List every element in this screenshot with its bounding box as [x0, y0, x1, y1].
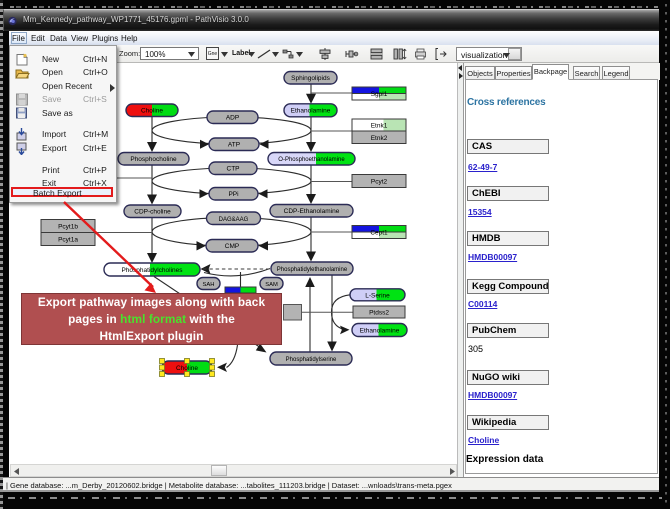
svg-text:CMP: CMP [225, 243, 239, 250]
svg-text:PPi: PPi [228, 191, 238, 198]
svg-text:Etnk2: Etnk2 [371, 135, 388, 142]
svg-text:Sgpl1: Sgpl1 [371, 91, 388, 98]
svg-text:Phosphocholine: Phosphocholine [130, 156, 177, 163]
svg-text:Ethanolamine: Ethanolamine [291, 108, 331, 115]
svg-text:Phosphatidylserine: Phosphatidylserine [286, 357, 337, 363]
svg-text:CDP-choline: CDP-choline [134, 209, 171, 216]
svg-text:Pcyt2: Pcyt2 [371, 178, 388, 185]
svg-text:Sphingolipids: Sphingolipids [291, 75, 330, 82]
svg-text:Pcyt1a: Pcyt1a [58, 237, 78, 244]
svg-text:Phosphatidylcholines: Phosphatidylcholines [121, 267, 183, 274]
svg-text:Ethanolamine: Ethanolamine [360, 327, 400, 334]
svg-text:Choline: Choline [141, 108, 163, 115]
svg-text:DAG&AAG: DAG&AAG [219, 217, 249, 223]
svg-text:O-Phosphoethanolamine: O-Phosphoethanolamine [278, 157, 345, 163]
svg-text:ATP: ATP [228, 142, 240, 149]
svg-text:Etnk1: Etnk1 [371, 123, 388, 130]
svg-text:Cept1: Cept1 [370, 229, 388, 236]
svg-text:ADP: ADP [226, 115, 239, 122]
svg-text:CDP-Ethanolamine: CDP-Ethanolamine [284, 208, 340, 215]
svg-text:L-Serine: L-Serine [365, 292, 390, 299]
svg-text:SAM: SAM [265, 282, 278, 288]
svg-text:Ptdss2: Ptdss2 [369, 310, 389, 317]
svg-text:Phosphatidylethanolamine: Phosphatidylethanolamine [277, 267, 348, 273]
svg-text:Pcyt1b: Pcyt1b [58, 223, 78, 230]
svg-text:SAH: SAH [203, 282, 215, 288]
svg-text:Choline: Choline [176, 365, 198, 372]
svg-text:CTP: CTP [227, 166, 240, 173]
